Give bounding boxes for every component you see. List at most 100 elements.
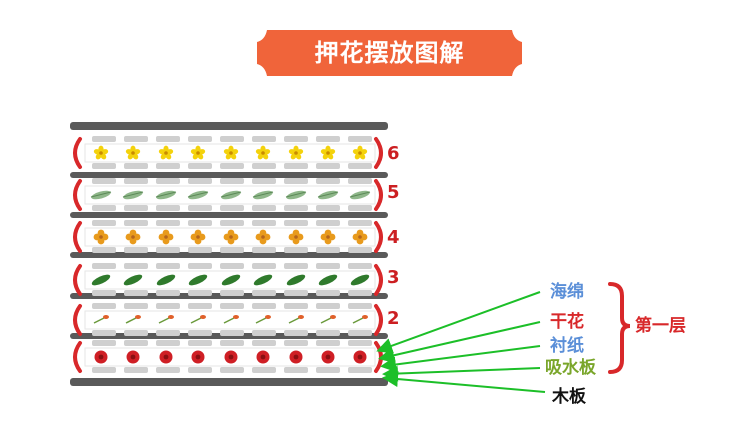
sponge-segment (284, 290, 308, 296)
fern-stem (220, 191, 242, 198)
flower-center (163, 354, 169, 360)
sponge-segment (220, 178, 244, 184)
sponge-segment (156, 136, 180, 142)
sponge-segment (316, 330, 340, 336)
dried-flower-label: 干花 (550, 312, 584, 332)
flower-center (130, 354, 136, 360)
fern-stem (155, 191, 177, 198)
title-banner: 押花摆放图解 (257, 30, 522, 76)
wood-arrow (382, 371, 546, 393)
flower-center (357, 354, 363, 360)
sponge-segment (124, 136, 148, 142)
yellow-flower-icon (352, 149, 360, 155)
sponge-segment (316, 136, 340, 142)
sponge-segment (92, 205, 116, 211)
carrot-bud-icon (330, 315, 336, 319)
sponge-segment (156, 247, 180, 253)
sponge-segment (124, 290, 148, 296)
sponge-segment (348, 220, 372, 226)
sponge-segment (124, 330, 148, 336)
yellow-flower-icon (192, 153, 199, 160)
sponge-segment (284, 163, 308, 169)
sponge-segment (316, 163, 340, 169)
sponge-segment (252, 178, 276, 184)
sponge-segment (348, 330, 372, 336)
orange-flower-icon (288, 233, 296, 241)
tier-bracket-left (73, 179, 82, 211)
orange-flower-icon (320, 233, 328, 241)
sponge-segment (220, 340, 244, 346)
sponge-segment (316, 205, 340, 211)
sponge-segment (220, 136, 244, 142)
sponge-segment (252, 205, 276, 211)
green-leaf-icon (91, 274, 111, 286)
flower-center (325, 354, 331, 360)
sponge-segment (188, 178, 212, 184)
first-layer-bracket (608, 282, 631, 374)
tier-bracket-right (374, 179, 383, 211)
carrot-bud-icon (200, 315, 206, 319)
sponge-segment (348, 367, 372, 373)
press-board (70, 172, 388, 178)
liner-arrow (380, 345, 541, 373)
green-leaf-icon (286, 274, 306, 286)
sponge-segment (188, 136, 212, 142)
sponge-segment (92, 220, 116, 226)
sponge-segment (92, 263, 116, 269)
yellow-flower-icon (166, 149, 174, 155)
wood-board-label: 木板 (552, 387, 586, 407)
tier-bracket-left (73, 341, 82, 373)
sponge-segment (348, 247, 372, 253)
orange-flower-icon (255, 233, 263, 241)
sponge-segment (92, 163, 116, 169)
green-leaf-icon (221, 274, 241, 286)
yellow-flower-icon (322, 153, 329, 160)
sponge-segment (316, 220, 340, 226)
yellow-flower-icon (296, 149, 304, 155)
fern-stem (90, 191, 112, 198)
sponge-segment (124, 340, 148, 346)
sponge-segment (156, 303, 180, 309)
yellow-flower-icon (127, 153, 134, 160)
yellow-flower-icon (101, 149, 109, 155)
yellow-flower-icon (125, 149, 133, 155)
tier-bracket-right (374, 304, 383, 336)
sponge-segment (316, 290, 340, 296)
carrot-bud-icon (233, 315, 239, 319)
sponge-segment (124, 220, 148, 226)
sponge-segment (284, 247, 308, 253)
yellow-flower-icon (360, 149, 368, 155)
sponge-segment (188, 247, 212, 253)
sponge-segment (220, 290, 244, 296)
sponge-segment (316, 367, 340, 373)
sponge-segment (188, 330, 212, 336)
yellow-flower-icon (165, 153, 172, 160)
sponge-segment (124, 163, 148, 169)
flower-center (358, 151, 362, 155)
carrot-bud-icon (135, 315, 141, 319)
sponge-segment (252, 330, 276, 336)
flower-center (260, 354, 266, 360)
sponge-segment (188, 290, 212, 296)
sponge-segment (220, 330, 244, 336)
sponge-segment (188, 367, 212, 373)
tier-number-4: 4 (387, 227, 400, 248)
flower-center (358, 235, 362, 239)
sponge-segment (124, 303, 148, 309)
yellow-flower-icon (95, 153, 102, 160)
sponge-segment (348, 263, 372, 269)
green-leaf-icon (318, 274, 338, 286)
sponge-segment (252, 290, 276, 296)
flower-center (164, 235, 168, 239)
page-title: 押花摆放图解 (314, 39, 465, 67)
tier-number-5: 5 (387, 182, 400, 203)
sponge-segment (316, 247, 340, 253)
sponge-segment (188, 303, 212, 309)
tier-bracket-right (374, 264, 383, 296)
yellow-flower-icon (225, 153, 232, 160)
sponge-segment (92, 290, 116, 296)
sponge-segment (92, 330, 116, 336)
sponge-segment (348, 136, 372, 142)
carrot-bud-icon (298, 315, 304, 319)
